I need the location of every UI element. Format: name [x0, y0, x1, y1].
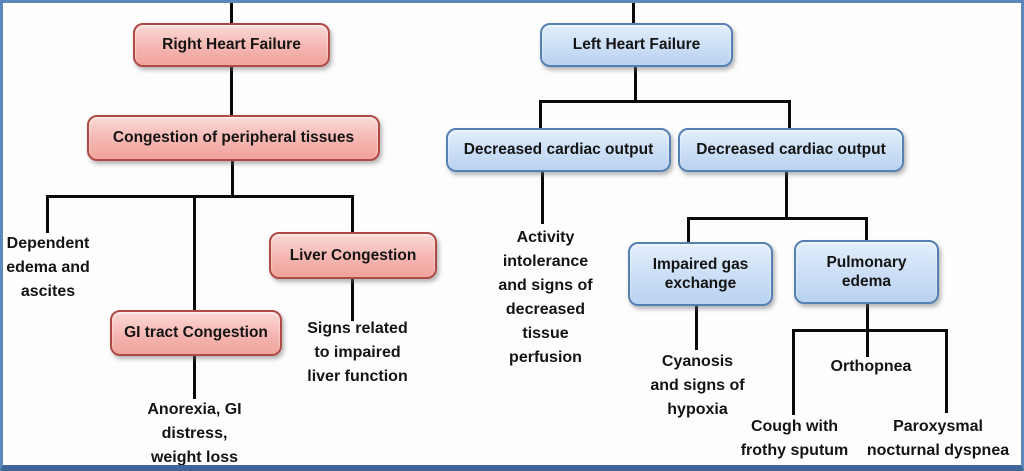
connector-line [230, 0, 233, 26]
connector-line [46, 195, 354, 198]
label-signs-impaired-liver: Signs related to impaired liver function [307, 320, 408, 385]
connector-line [695, 305, 698, 350]
connector-line [687, 217, 690, 244]
node-decreased-cardiac-output-right: Decreased cardiac output [678, 128, 904, 172]
label-cough-frothy-sputum: Cough with frothy sputum [740, 418, 849, 459]
label-cyanosis-hypoxia: Cyanosis and signs of hypoxia [650, 353, 745, 418]
connector-line [945, 329, 948, 413]
connector-line [351, 277, 354, 321]
node-left-heart-failure: Left Heart Failure [540, 23, 733, 67]
connector-line [230, 65, 233, 117]
connector-line [785, 170, 788, 220]
connector-line [792, 329, 948, 332]
connector-line [687, 217, 868, 220]
label-orthopnea: Orthopnea [830, 358, 912, 375]
connector-line [539, 100, 542, 130]
label-dependent-edema-ascites: Dependent edema and ascites [6, 235, 90, 300]
connector-line [792, 329, 795, 415]
connector-line [788, 100, 791, 130]
connector-line [634, 65, 637, 102]
node-congestion-peripheral-tissues: Congestion of peripheral tissues [87, 115, 380, 161]
node-gi-tract-congestion: GI tract Congestion [110, 310, 282, 356]
node-pulmonary-edema: Pulmonary edema [794, 240, 939, 304]
node-liver-congestion: Liver Congestion [269, 232, 437, 279]
node-right-heart-failure: Right Heart Failure [133, 23, 330, 67]
connector-line [539, 100, 791, 103]
connector-line [632, 0, 635, 26]
connector-line [46, 195, 49, 233]
connector-line [351, 195, 354, 235]
node-impaired-gas-exchange: Impaired gas exchange [628, 242, 773, 306]
connector-line [231, 159, 234, 198]
connector-line [193, 195, 196, 313]
label-activity-intolerance: Activity intolerance and signs of decrea… [498, 229, 593, 366]
connector-line [865, 217, 868, 244]
label-paroxysmal-nocturnal-dyspnea: Paroxysmal nocturnal dyspnea [866, 418, 1010, 459]
connector-line [541, 170, 544, 224]
label-anorexia-gi-distress: Anorexia, GI distress, weight loss [147, 401, 242, 466]
node-decreased-cardiac-output-left: Decreased cardiac output [446, 128, 671, 172]
connector-line [193, 354, 196, 399]
